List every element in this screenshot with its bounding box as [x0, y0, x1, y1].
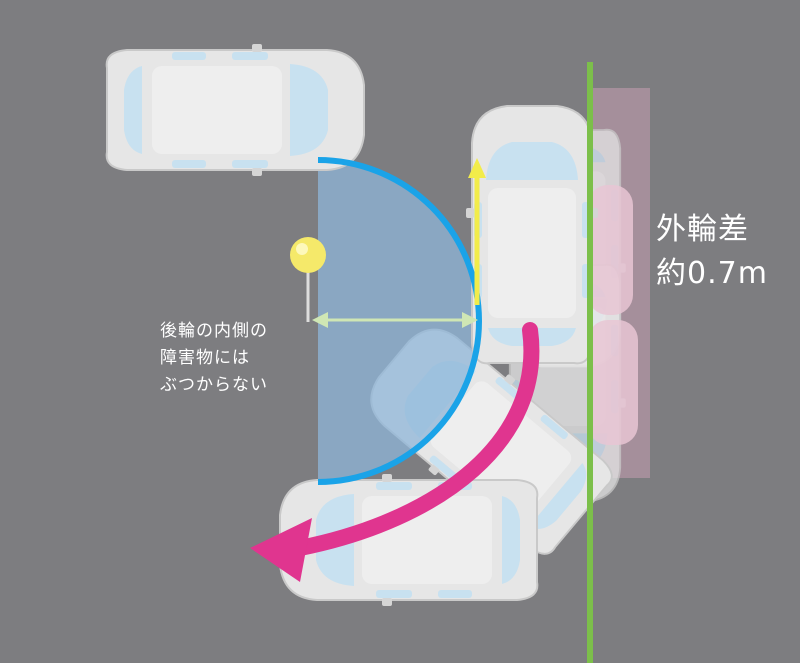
- turn-arrow: [292, 322, 540, 556]
- width-arrow-left-head: [312, 312, 328, 328]
- turn-arrow-head: [250, 518, 312, 582]
- ghost-car-tint-lower: [588, 320, 638, 445]
- width-arrow-right-head: [462, 312, 478, 328]
- inner-wheel-label: 後輪の内側の 障害物には ぶつからない: [160, 318, 268, 399]
- outer-label-line1: 外輪差: [656, 212, 749, 247]
- inner-label-line1: 後輪の内側の: [160, 321, 268, 341]
- outer-label-line2: 約0.7m: [656, 256, 768, 291]
- inner-wheel-arc: [317, 157, 482, 485]
- ghost-car-tint-upper: [588, 185, 633, 315]
- inner-label-line2: 障害物には: [160, 348, 250, 368]
- pole-ball: [290, 237, 326, 273]
- pole-ball-highlight: [296, 243, 308, 255]
- outer-difference-label: 外輪差 約0.7m: [656, 208, 768, 296]
- forward-arrow-head: [468, 158, 486, 178]
- parked-car-top: [105, 43, 366, 177]
- inner-label-line3: ぶつからない: [160, 375, 268, 395]
